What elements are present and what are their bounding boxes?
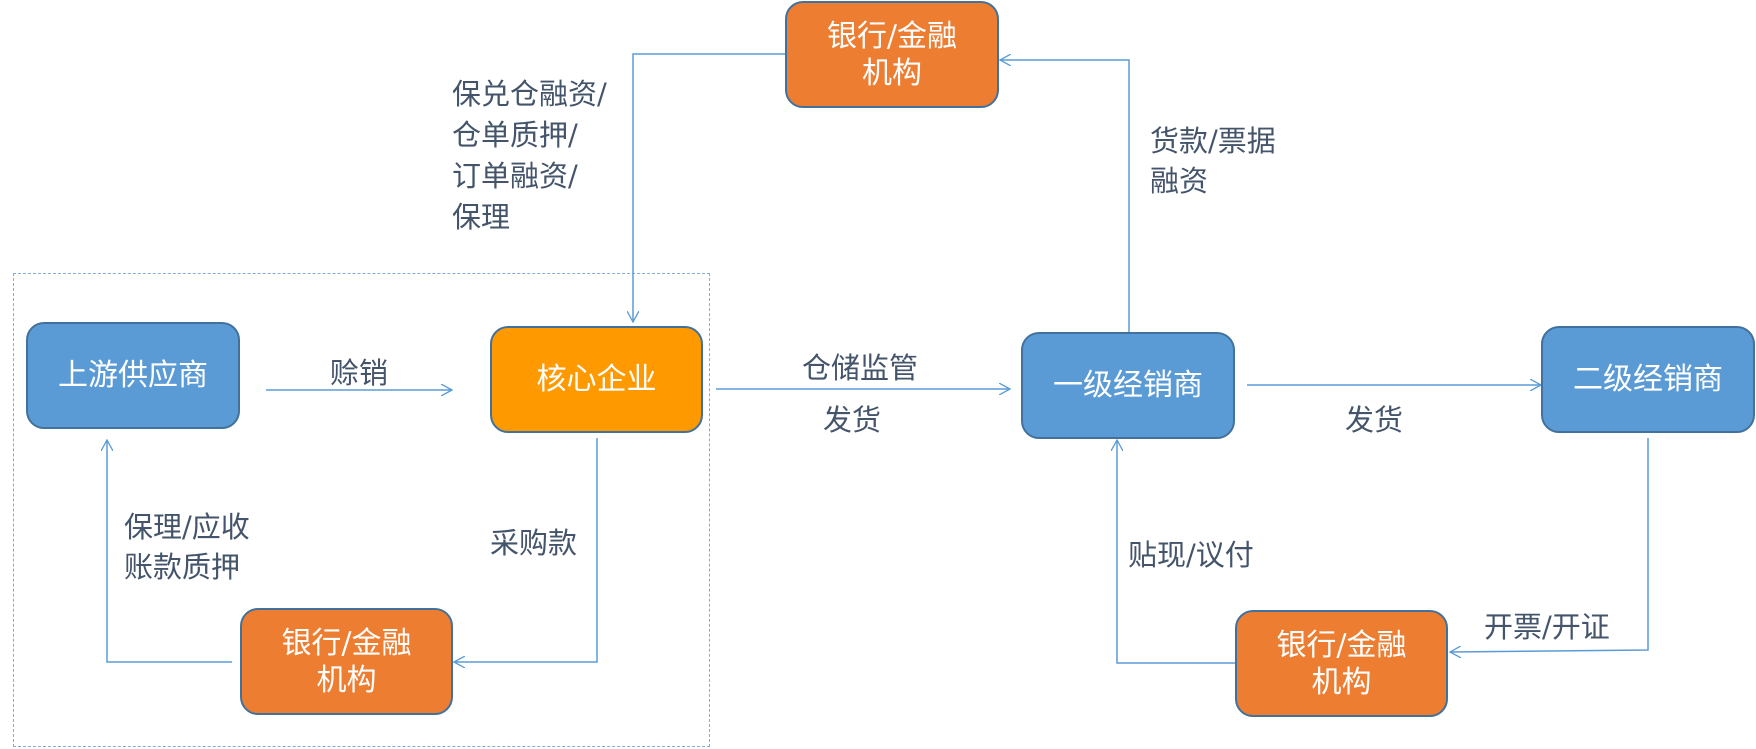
arrow-first-distributor-to-top-bank xyxy=(1000,60,1130,332)
node-bank-bottom-right-label: 银行/金融 机构 xyxy=(1276,627,1407,700)
label-factoring-receivables: 保理/应收 账款质押 xyxy=(124,510,250,584)
node-core-enterprise: 核心企业 xyxy=(490,326,703,433)
label-credit-sale: 赊销 xyxy=(330,356,389,390)
node-bank-top: 银行/金融 机构 xyxy=(785,1,999,108)
label-top-bank-financing: 保兑仓融资/ 仓单质押/ 订单融资/ 保理 xyxy=(452,77,607,234)
node-upstream-supplier: 上游供应商 xyxy=(26,322,240,429)
arrow-core-to-bottom-left-bank xyxy=(454,438,598,662)
label-shipment-2: 发货 xyxy=(1345,403,1404,437)
node-first-distributor: 一级经销商 xyxy=(1021,332,1235,439)
arrow-bottom-left-bank-to-upstream xyxy=(107,440,232,663)
core-enterprise-group-boundary xyxy=(13,273,710,747)
node-bank-top-label: 银行/金融 机构 xyxy=(826,18,958,91)
label-purchase-payment: 采购款 xyxy=(490,526,578,560)
label-invoice-lc: 开票/开证 xyxy=(1484,610,1610,644)
arrow-top-bank-to-core xyxy=(633,53,785,322)
node-first-distributor-label: 一级经销商 xyxy=(1053,368,1203,403)
node-bank-bottom-left: 银行/金融 机构 xyxy=(240,608,453,715)
arrow-bottom-right-bank-to-first-distributor xyxy=(1117,440,1235,664)
node-second-distributor-label: 二级经销商 xyxy=(1573,362,1723,397)
label-shipment-1: 发货 xyxy=(823,403,882,437)
node-upstream-supplier-label: 上游供应商 xyxy=(58,358,208,393)
label-warehouse-supervision: 仓储监管 xyxy=(802,351,919,385)
node-second-distributor: 二级经销商 xyxy=(1541,326,1755,433)
arrow-second-distributor-to-bottom-right-bank xyxy=(1450,438,1649,652)
node-bank-bottom-left-label: 银行/金融 机构 xyxy=(281,625,412,698)
label-discount-negotiation: 贴现/议付 xyxy=(1128,538,1254,572)
label-payment-bill-financing: 货款/票据 融资 xyxy=(1150,124,1276,198)
node-core-enterprise-label: 核心企业 xyxy=(536,362,657,397)
node-bank-bottom-right: 银行/金融 机构 xyxy=(1235,610,1448,717)
